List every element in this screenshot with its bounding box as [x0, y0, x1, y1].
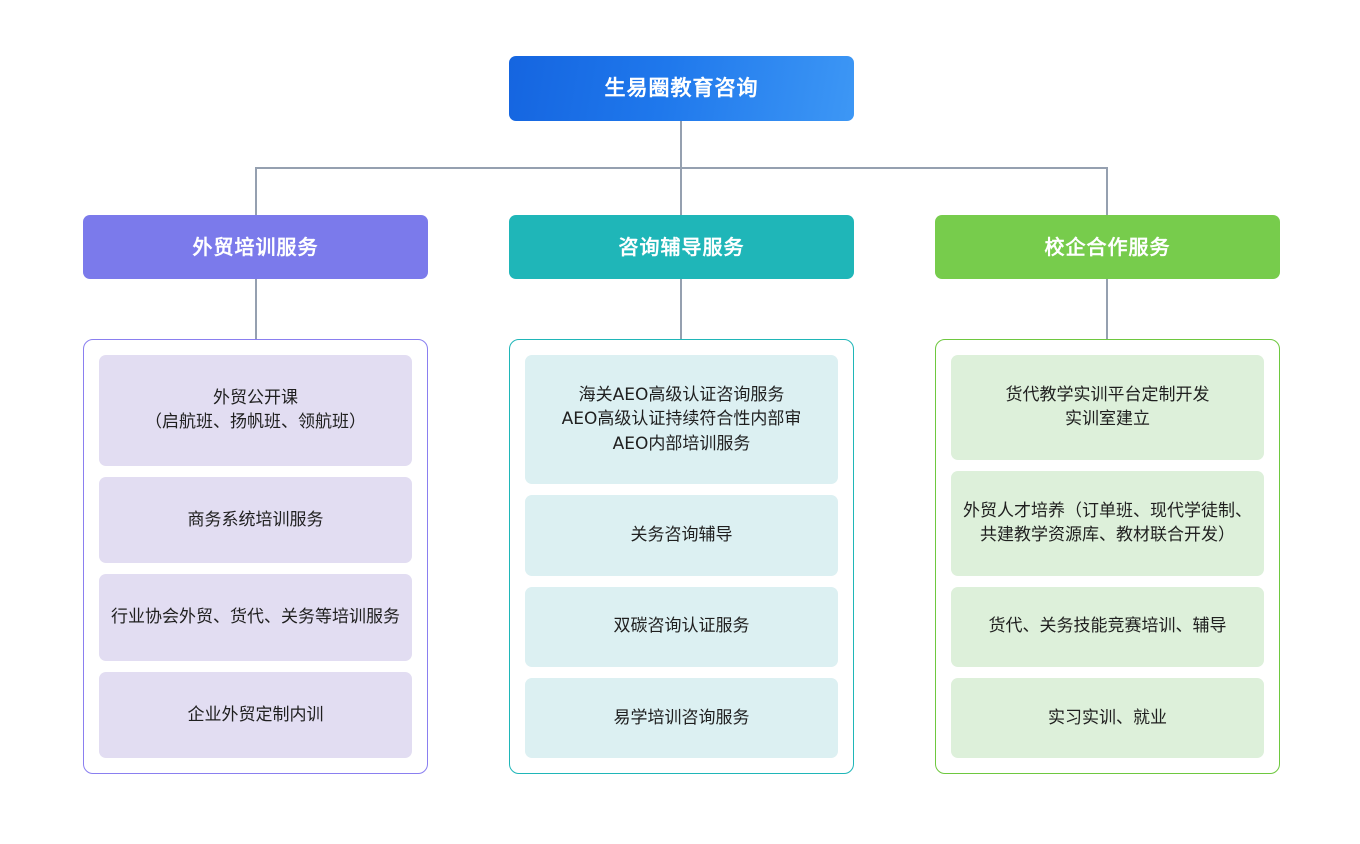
leaf-card-label: 货代教学实训平台定制开发 实训室建立	[1005, 384, 1210, 430]
connector-header-0-to-group	[255, 279, 257, 340]
connector-bus-to-column-1	[680, 167, 682, 215]
category-header-zixun-fudao[interactable]: 咨询辅导服务	[509, 215, 854, 279]
leaf-card-label: 行业协会外贸、货代、关务等培训服务	[111, 607, 400, 628]
category-header-label: 外贸培训服务	[192, 235, 319, 259]
group-box-waimao-peixun: 外贸公开课 （启航班、扬帆班、领航班） 商务系统培训服务 行业协会外贸、货代、关…	[83, 339, 428, 774]
category-header-label: 校企合作服务	[1044, 235, 1171, 259]
leaf-card[interactable]: 货代、关务技能竞赛培训、辅导	[951, 586, 1264, 667]
leaf-card-label: 关务咨询辅导	[630, 525, 733, 546]
leaf-card[interactable]: 关务咨询辅导	[525, 495, 838, 576]
category-header-label: 咨询辅导服务	[618, 235, 745, 259]
leaf-card[interactable]: 易学培训咨询服务	[525, 677, 838, 759]
leaf-card-label: 海关AEO高级认证咨询服务 AEO高级认证持续符合性内部审 AEO内部培训服务	[561, 384, 802, 455]
leaf-card[interactable]: 企业外贸定制内训	[99, 671, 412, 759]
leaf-card[interactable]: 商务系统培训服务	[99, 476, 412, 564]
category-header-xiaoqi-hezuo[interactable]: 校企合作服务	[935, 215, 1280, 279]
connector-header-2-to-group	[1106, 279, 1108, 340]
category-header-waimao-peixun[interactable]: 外贸培训服务	[83, 215, 428, 279]
leaf-card[interactable]: 双碳咨询认证服务	[525, 586, 838, 667]
leaf-card[interactable]: 行业协会外贸、货代、关务等培训服务	[99, 574, 412, 661]
leaf-card[interactable]: 外贸人才培养（订单班、现代学徒制、共建教学资源库、教材联合开发）	[951, 470, 1264, 576]
leaf-card[interactable]: 货代教学实训平台定制开发 实训室建立	[951, 355, 1264, 460]
leaf-card[interactable]: 外贸公开课 （启航班、扬帆班、领航班）	[99, 355, 412, 466]
leaf-card-label: 外贸公开课 （启航班、扬帆班、领航班）	[145, 387, 366, 433]
leaf-card[interactable]: 实习实训、就业	[951, 677, 1264, 759]
group-box-zixun-fudao: 海关AEO高级认证咨询服务 AEO高级认证持续符合性内部审 AEO内部培训服务 …	[509, 339, 854, 774]
leaf-card-label: 双碳咨询认证服务	[613, 616, 750, 637]
group-box-xiaoqi-hezuo: 货代教学实训平台定制开发 实训室建立 外贸人才培养（订单班、现代学徒制、共建教学…	[935, 339, 1280, 774]
leaf-card-label: 商务系统培训服务	[187, 509, 324, 530]
leaf-card-label: 实习实训、就业	[1048, 707, 1167, 728]
connector-bus-to-column-2	[1106, 167, 1108, 215]
leaf-card-label: 易学培训咨询服务	[613, 707, 750, 728]
root-node[interactable]: 生易圈教育咨询	[509, 56, 854, 121]
leaf-card[interactable]: 海关AEO高级认证咨询服务 AEO高级认证持续符合性内部审 AEO内部培训服务	[525, 355, 838, 485]
leaf-card-label: 货代、关务技能竞赛培训、辅导	[988, 616, 1227, 637]
connector-root-down	[680, 121, 682, 168]
leaf-card-label: 企业外贸定制内训	[187, 704, 324, 725]
connector-header-1-to-group	[680, 279, 682, 340]
connector-bus-to-column-0	[255, 167, 257, 215]
root-node-label: 生易圈教育咨询	[604, 76, 759, 100]
leaf-card-label: 外贸人才培养（订单班、现代学徒制、共建教学资源库、教材联合开发）	[963, 500, 1252, 546]
